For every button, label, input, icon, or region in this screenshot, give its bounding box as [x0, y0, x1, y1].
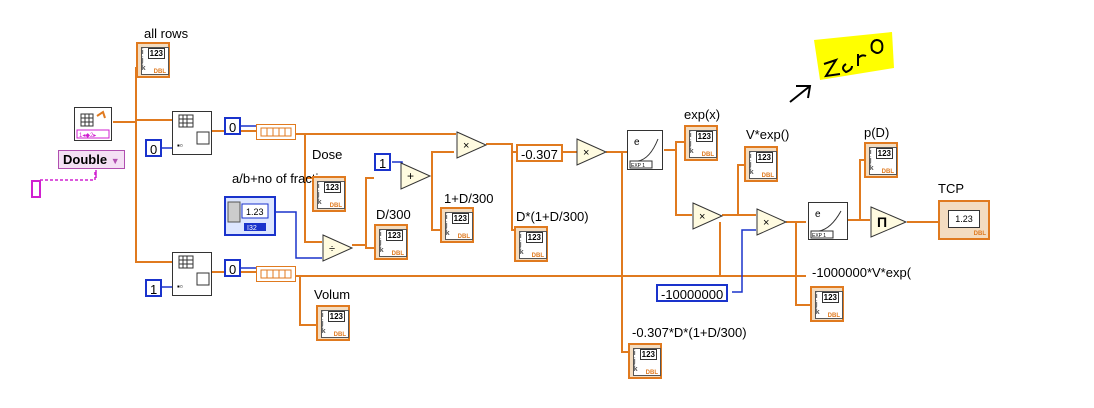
svg-text:1◂◆2▸: 1◂◆2▸	[79, 133, 96, 139]
exp-icon: e EXP 1	[629, 137, 659, 169]
const-big[interactable]: -10000000	[656, 284, 729, 302]
label-pd: p(D)	[864, 125, 890, 140]
label-volum: Volum	[314, 287, 351, 302]
multiply-icon: ×	[463, 140, 469, 152]
dropdown-value: Double	[63, 152, 108, 167]
svg-text:e: e	[634, 137, 640, 148]
orange-wires	[113, 67, 938, 353]
array-element-top[interactable]	[256, 124, 296, 140]
label-big: -1000000*V*exp(	[812, 265, 912, 280]
pink-wire	[40, 172, 96, 181]
multiply-node-4[interactable]: ×	[756, 208, 788, 236]
multiply-node-1[interactable]: ×	[456, 131, 488, 159]
index-array-icon-2: ▪▫	[177, 255, 210, 291]
label-expx: exp(x)	[684, 107, 721, 122]
pi-icon: Π	[877, 214, 887, 230]
svg-text:×: ×	[699, 211, 705, 223]
label-d300: D/300	[376, 207, 411, 222]
svg-text:×: ×	[583, 147, 589, 159]
label-vexp: V*exp()	[746, 127, 790, 142]
svg-text:1.23: 1.23	[246, 207, 264, 217]
index-array-bottom[interactable]: ▪▫	[172, 252, 212, 296]
svg-text:I32: I32	[247, 225, 257, 232]
const-one-top[interactable]: 1	[374, 153, 392, 171]
multiply-node-3[interactable]: ×	[692, 202, 724, 230]
const-zero-bottom[interactable]: 0	[224, 259, 242, 277]
tcp-value: 1.23	[948, 210, 980, 228]
svg-text:EXP 1: EXP 1	[812, 233, 826, 239]
exp-node-1[interactable]: e EXP 1	[627, 130, 663, 170]
index-array-icon: ▪▫	[177, 114, 210, 150]
svg-text:▪▫: ▪▫	[177, 282, 183, 291]
const-zero-left[interactable]: 0	[145, 139, 163, 157]
array-element-icon-2	[260, 269, 292, 279]
label-d-times: D*(1+D/300)	[516, 209, 589, 224]
handwriting-text: zero	[780, 20, 782, 21]
label-abn: a/b+no of fraction	[232, 171, 333, 186]
read-spreadsheet-node[interactable]: 1◂◆2▸	[74, 107, 112, 141]
type-dropdown[interactable]: Double ▼	[58, 150, 125, 169]
label-all-rows: all rows	[144, 26, 189, 41]
label-dose: Dose	[312, 147, 343, 162]
svg-text:e: e	[815, 209, 821, 220]
label-tcp: TCP	[938, 181, 964, 196]
array-element-bottom[interactable]	[256, 266, 296, 282]
add-node[interactable]: +	[400, 162, 432, 190]
index-array-top[interactable]: ▪▫	[172, 111, 212, 155]
const-neg-307[interactable]: -0.307	[516, 144, 563, 162]
handwritten-annotation: zero	[780, 20, 894, 103]
chevron-down-icon: ▼	[110, 156, 120, 166]
label-neg-prod: -0.307*D*(1+D/300)	[632, 325, 747, 340]
label-one-plus: 1+D/300	[444, 191, 494, 206]
svg-text:▪▫: ▪▫	[177, 141, 183, 150]
path-control[interactable]	[31, 180, 41, 198]
multiply-node-2[interactable]: ×	[576, 138, 608, 166]
divide-node[interactable]: ÷	[322, 234, 354, 262]
plus-icon: +	[407, 169, 414, 183]
product-node[interactable]: Π	[870, 206, 908, 238]
svg-text:EXP 1: EXP 1	[631, 163, 645, 169]
divide-icon: ÷	[329, 243, 335, 255]
indicator-tcp: 1.23 DBL	[938, 200, 990, 240]
spreadsheet-icon: 1◂◆2▸	[76, 110, 110, 139]
array-element-icon	[260, 127, 292, 137]
abn-control[interactable]: 1.23 I32	[224, 196, 276, 236]
svg-text:×: ×	[763, 217, 769, 229]
const-one-left[interactable]: 1	[145, 279, 163, 297]
exp-node-2[interactable]: e EXP 1	[808, 202, 848, 240]
const-zero-top[interactable]: 0	[224, 117, 242, 135]
exp-icon-2: e EXP 1	[810, 209, 842, 239]
array-control-icon: 1.23 I32	[227, 201, 269, 232]
